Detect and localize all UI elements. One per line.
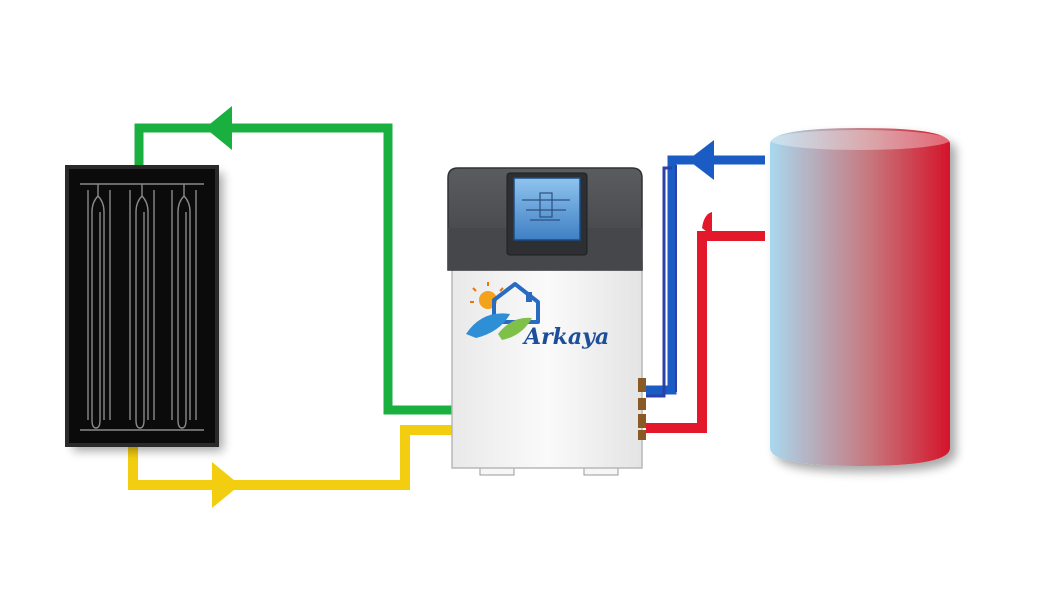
house-sun-leaf-icon [466, 282, 540, 340]
blue-cold-water-pipe [646, 140, 765, 398]
unit-pipe-fittings [638, 378, 646, 440]
control-display-screen [506, 172, 588, 256]
hot-water-storage-tank [770, 128, 950, 466]
panel-tube-grid [80, 183, 204, 431]
green-flow-arrow-icon [205, 106, 232, 150]
yellow-return-pipe [128, 425, 455, 508]
green-flow-pipe [134, 106, 455, 415]
solar-collector-panel [65, 165, 219, 447]
yellow-flow-arrow-icon [212, 462, 240, 508]
red-hot-water-pipe [646, 212, 765, 433]
brand-name: Arkaya [522, 324, 609, 350]
solar-heating-unit: Arkaya [447, 167, 646, 476]
blue-flow-arrow-icon [688, 140, 714, 180]
